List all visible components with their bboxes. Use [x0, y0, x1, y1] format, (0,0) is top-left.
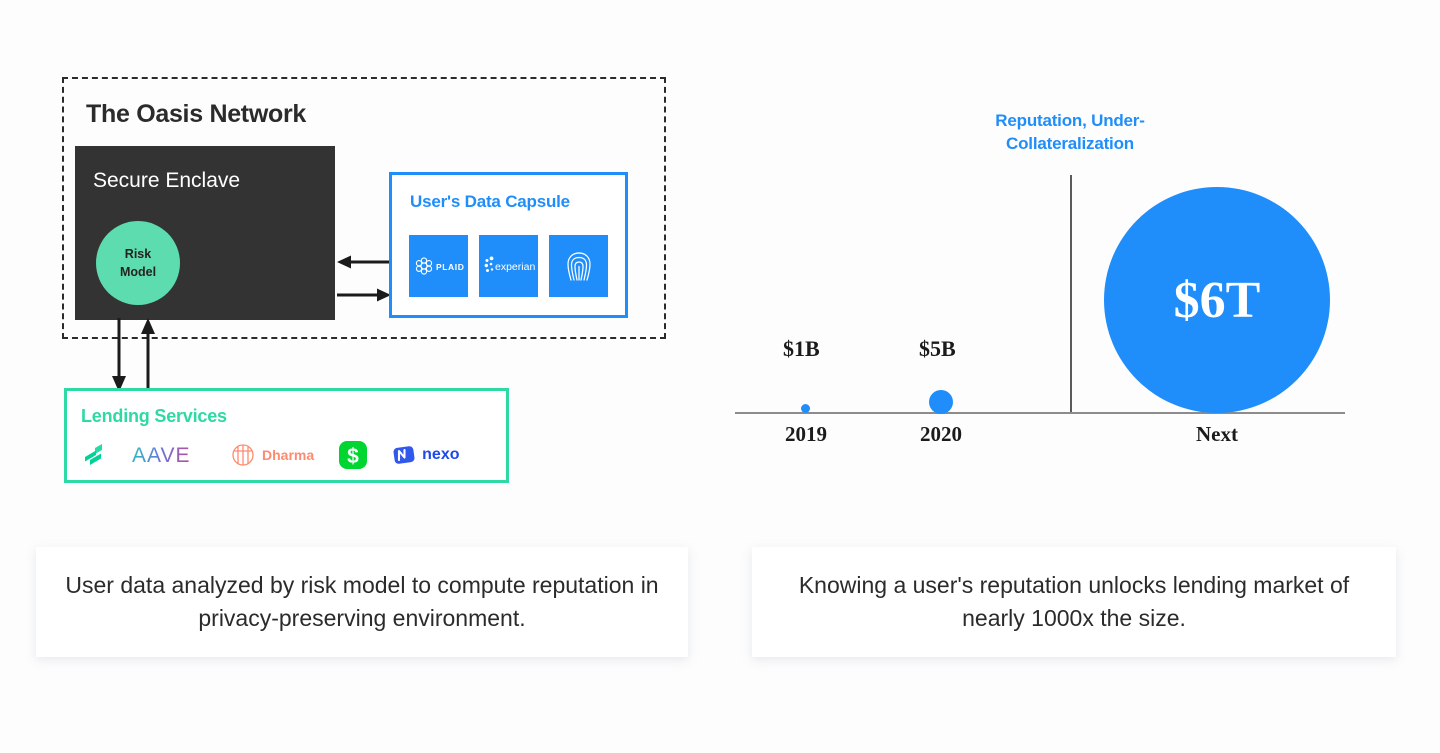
capsule-tile-fingerprint[interactable]	[549, 235, 608, 297]
capsule-tile-experian[interactable]: experian.	[479, 235, 538, 297]
lending-services-title: Lending Services	[81, 406, 227, 426]
lending-logo-cashapp[interactable]: $	[338, 438, 368, 472]
arrow-capsule-to-enclave-icon	[337, 255, 391, 269]
lending-logo-aave[interactable]: AAVE	[132, 438, 206, 472]
caption-card-left: User data analyzed by risk model to comp…	[36, 547, 688, 657]
chart-axis-line	[735, 412, 1345, 414]
oasis-network-boundary	[62, 77, 666, 339]
svg-text:experian.: experian.	[495, 261, 535, 273]
lending-services-box	[64, 388, 509, 483]
chart-value-2020: $5B	[919, 336, 956, 361]
oasis-network-title: The Oasis Network	[86, 100, 306, 128]
risk-model-label-line2: Model	[119, 265, 157, 279]
dharma-label: Dharma	[262, 447, 315, 463]
compound-logo-icon	[85, 444, 102, 465]
lending-logo-nexo[interactable]: nexo	[392, 438, 459, 472]
chart-title: Reputation, Under- Collateralization	[905, 110, 1235, 156]
lending-logo-compound[interactable]	[82, 438, 108, 472]
cashapp-logo-icon: $	[339, 441, 368, 469]
svg-text:$: $	[347, 445, 359, 468]
lending-logo-dharma[interactable]: Dharma	[230, 438, 314, 472]
capsule-tile-list: PLAID experian.	[409, 235, 609, 297]
chart-divider-line	[1070, 175, 1072, 413]
svg-text:PLAID: PLAID	[436, 262, 464, 272]
secure-enclave-title: Secure Enclave	[93, 169, 241, 192]
risk-model-label-line1: Risk	[124, 246, 152, 261]
chart-bubble-2020	[929, 390, 953, 414]
capsule-tile-plaid[interactable]: PLAID	[409, 235, 468, 297]
user-data-capsule-title: User's Data Capsule	[410, 192, 570, 211]
risk-model-circle: Risk Model	[96, 221, 180, 305]
chart-value-2019: $1B	[783, 336, 820, 361]
caption-left-text: User data analyzed by risk model to comp…	[65, 572, 659, 631]
chart-category-2020: 2020	[920, 422, 962, 446]
plaid-logo-icon: PLAID	[415, 257, 464, 275]
aave-logo-icon: AAVE	[132, 444, 190, 467]
arrow-lending-to-enclave-icon	[141, 318, 155, 392]
chart-bubble-next: $6T	[1104, 187, 1330, 413]
caption-right-text: Knowing a user's reputation unlocks lend…	[798, 572, 1350, 631]
experian-logo-icon: experian.	[484, 256, 535, 273]
nexo-label: nexo	[422, 446, 460, 463]
nexo-mark-icon	[393, 446, 415, 464]
caption-card-right: Knowing a user's reputation unlocks lend…	[752, 547, 1396, 657]
arrow-enclave-to-capsule-icon	[337, 288, 391, 302]
dharma-logo-icon	[232, 444, 254, 466]
chart-title-line2: Collateralization	[1006, 133, 1134, 153]
chart-category-next: Next	[1196, 422, 1238, 446]
chart-value-next: $6T	[1173, 271, 1261, 329]
chart-category-2019: 2019	[785, 422, 827, 446]
chart-bubble-2019	[801, 404, 810, 413]
arrow-enclave-to-lending-icon	[112, 318, 126, 392]
lending-logo-list: AAVE Dharma $	[82, 434, 492, 476]
chart-title-line1: Reputation, Under-	[995, 111, 1145, 130]
svg-text:AAVE: AAVE	[132, 444, 190, 467]
fingerprint-icon	[566, 252, 591, 281]
